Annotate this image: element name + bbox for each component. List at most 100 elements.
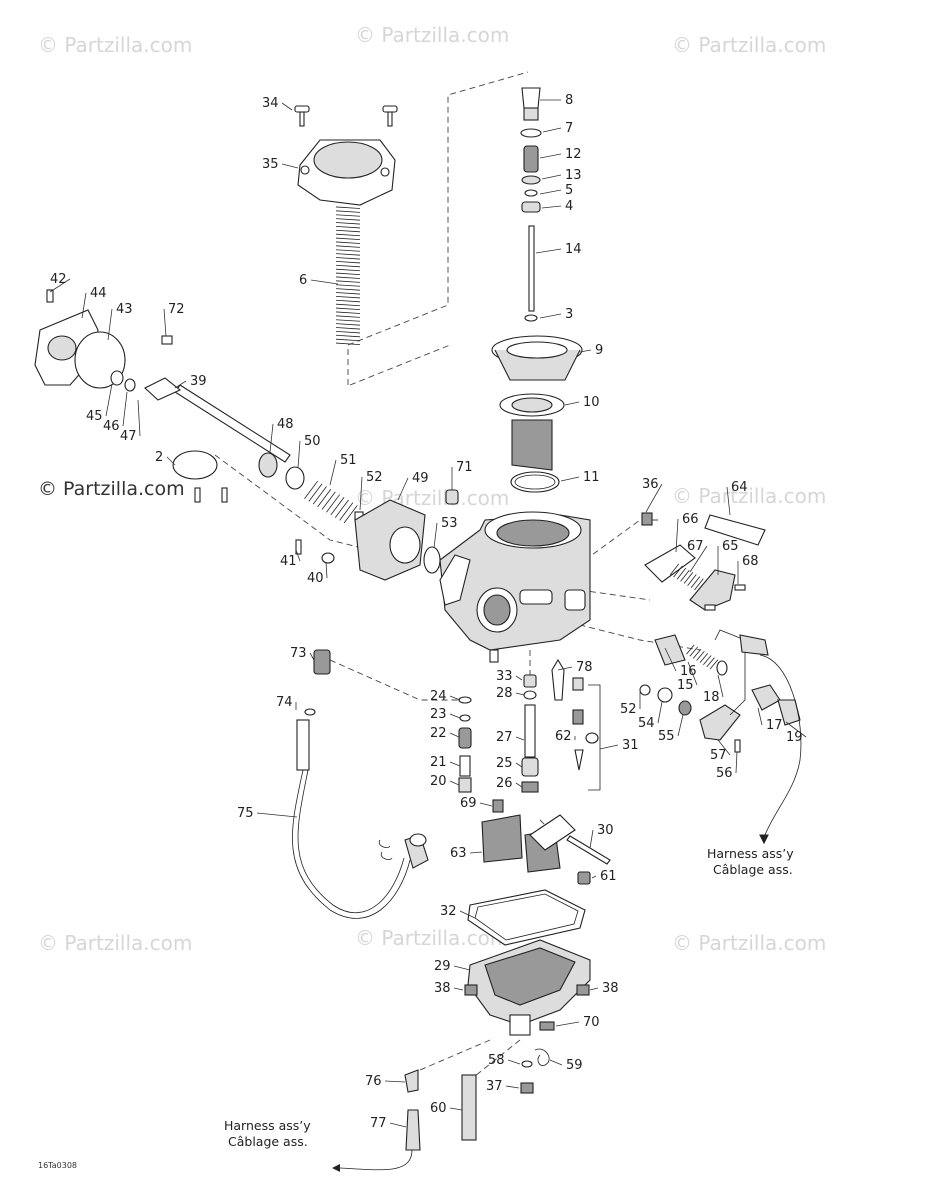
callout-number: 44 <box>90 286 107 301</box>
callout-number: 20 <box>430 774 447 789</box>
screw-2 <box>194 487 201 503</box>
callout-number: 76 <box>365 1074 382 1089</box>
callout-number: 70 <box>583 1015 600 1030</box>
leader-line <box>166 456 176 466</box>
leader-line <box>359 476 363 511</box>
callout-number: 30 <box>597 823 614 838</box>
leader-line <box>505 1085 520 1089</box>
callout-number: 65 <box>722 539 739 554</box>
leader-line <box>564 401 580 406</box>
callout-number: 22 <box>430 726 447 741</box>
leader-line <box>589 987 599 991</box>
callout-number: 2 <box>155 450 163 465</box>
leader-line <box>717 739 731 756</box>
harness-note-left-line1: Harness ass’y <box>224 1118 311 1133</box>
leader-line <box>515 762 523 768</box>
leader-line <box>687 661 698 686</box>
callout-number: 16 <box>680 664 697 679</box>
harness-note-left-line2: Câblage ass. <box>228 1134 308 1149</box>
hose-64 <box>704 514 766 546</box>
leader-line <box>689 545 708 573</box>
gasket-32 <box>467 889 586 946</box>
screw-38a <box>464 984 478 996</box>
harness-note-right-line1: Harness ass’y <box>707 846 794 861</box>
diaphragm-9 <box>491 335 583 381</box>
callout-number: 52 <box>366 470 383 485</box>
needle-stack <box>520 87 542 322</box>
screw-2b <box>221 487 228 503</box>
plunger-16 <box>654 634 686 666</box>
screw-61 <box>577 871 591 885</box>
callout-number: 53 <box>441 516 458 531</box>
callout-number: 9 <box>595 343 603 358</box>
callout-number: 10 <box>583 395 600 410</box>
callout-number: 78 <box>576 660 593 675</box>
drawing-code: 16Ta0308 <box>38 1161 77 1170</box>
leader-line <box>174 380 187 389</box>
callout-number: 14 <box>565 242 582 257</box>
leader-line <box>297 440 301 469</box>
leader-line <box>310 279 339 285</box>
leader-line <box>295 549 301 562</box>
washer-46 <box>124 378 136 392</box>
callout-number: 24 <box>430 689 447 704</box>
callout-number: 6 <box>299 273 307 288</box>
watermark: © Partzilla.com <box>672 33 826 57</box>
slide-10 <box>499 393 565 471</box>
leader-line <box>256 812 298 818</box>
screw-68 <box>734 584 746 591</box>
washer-58 <box>521 1060 533 1068</box>
callout-number: 38 <box>602 981 619 996</box>
float-63 <box>481 814 576 873</box>
leader-line <box>645 483 663 513</box>
leader-line <box>515 692 525 696</box>
leader-line <box>325 561 328 579</box>
callout-number: 51 <box>340 453 357 468</box>
screw-70 <box>539 1021 555 1031</box>
spring-67 <box>669 563 704 591</box>
sensor-17 <box>751 684 781 711</box>
callout-number: 72 <box>168 302 185 317</box>
callout-number: 43 <box>116 302 133 317</box>
callout-number: 63 <box>450 846 467 861</box>
screw-41 <box>295 539 302 555</box>
nut-55 <box>678 700 692 716</box>
screw-42 <box>46 289 54 303</box>
leader-line <box>397 477 409 501</box>
harness-wire-left <box>339 1149 413 1171</box>
leader-line <box>384 1080 406 1083</box>
leader-line <box>449 1107 463 1111</box>
watermark: © Partzilla.com <box>672 484 826 508</box>
o-ring-52b <box>639 684 651 696</box>
callout-number: 35 <box>262 157 279 172</box>
leader-line <box>49 278 71 293</box>
leader-line <box>535 248 562 254</box>
callout-number: 57 <box>710 748 727 763</box>
leader-line <box>449 713 461 719</box>
callout-number: 66 <box>682 512 699 527</box>
callout-number: 13 <box>565 168 582 183</box>
leader-line <box>539 189 562 195</box>
leader-line <box>677 714 684 737</box>
watermark: © Partzilla.com <box>38 931 192 955</box>
hose-60 <box>461 1074 477 1141</box>
callout-number: 36 <box>642 477 659 492</box>
callout-number: 19 <box>786 730 803 745</box>
pin-30 <box>566 835 611 865</box>
watermark: © Partzilla.com <box>355 23 509 47</box>
leader-line <box>269 423 274 453</box>
callout-number: 77 <box>370 1116 387 1131</box>
leader-line <box>309 652 315 661</box>
callout-number: 11 <box>583 470 600 485</box>
leader-line <box>449 761 461 767</box>
spring-51 <box>304 480 358 524</box>
leader-line <box>163 308 167 337</box>
callout-number: 4 <box>565 199 573 214</box>
o-ring-18 <box>716 660 728 676</box>
leader-line <box>717 674 724 698</box>
leader-line <box>479 802 493 807</box>
leader-line <box>757 707 763 726</box>
leader-line <box>726 486 731 516</box>
callout-number: 41 <box>280 554 297 569</box>
